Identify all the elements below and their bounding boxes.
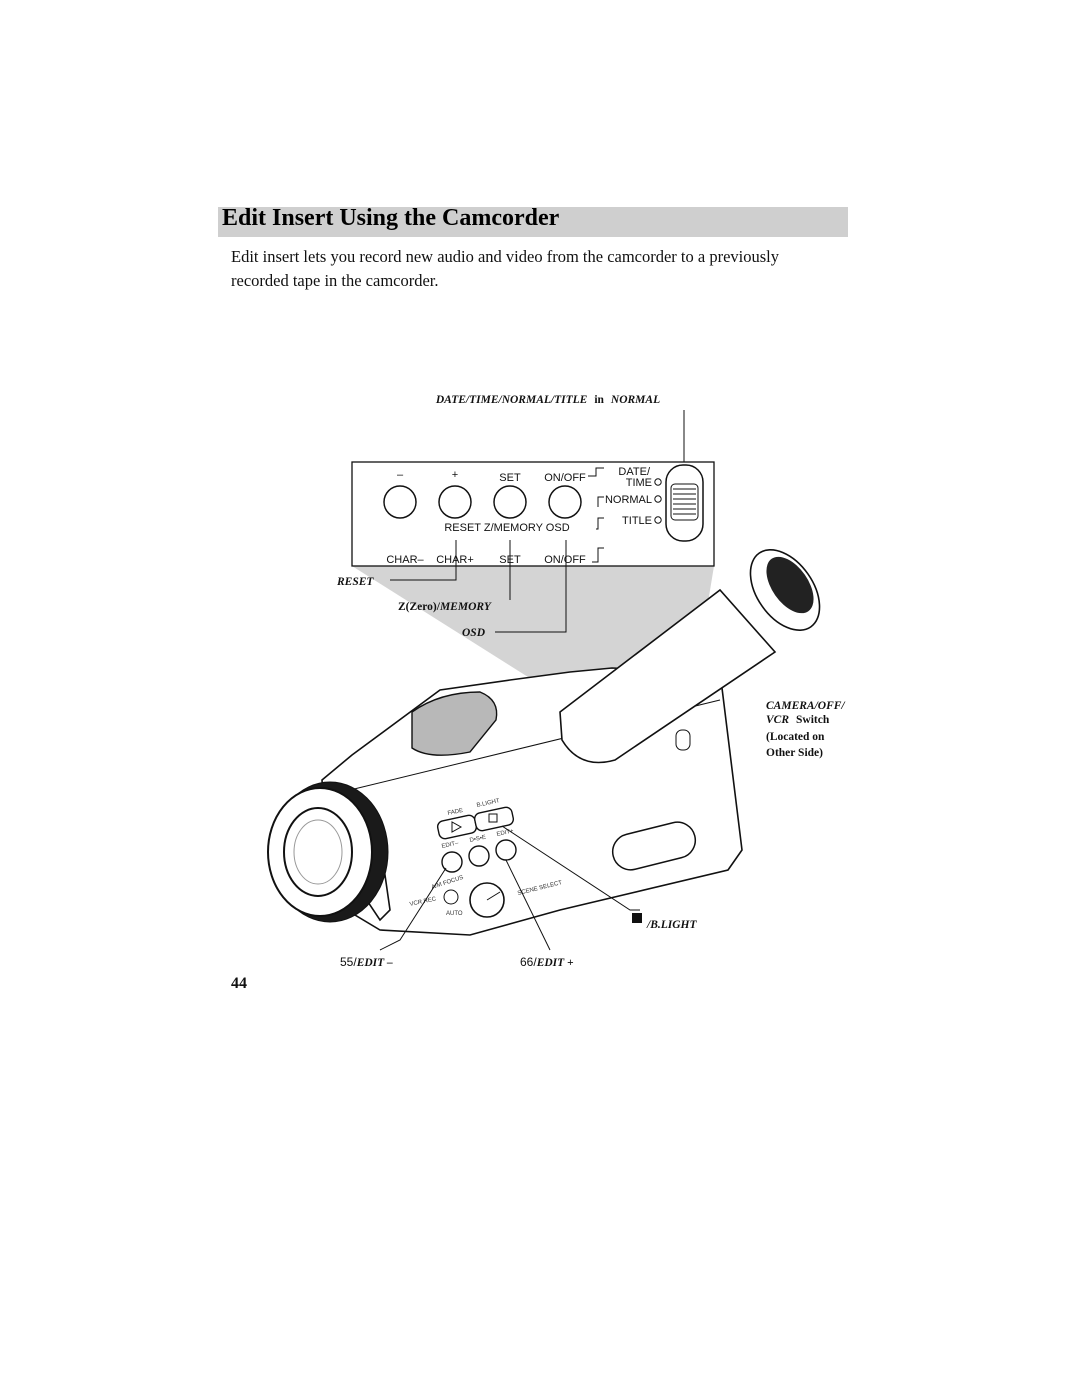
- panel-onoff2-label: ON/OFF: [544, 554, 586, 566]
- panel-onoff-label: ON/OFF: [544, 472, 586, 484]
- top-label: DATE/TIME/NORMAL/TITLE in NORMAL: [435, 390, 660, 407]
- microphone-grille: [411, 691, 498, 756]
- minus-button: [383, 485, 417, 519]
- button-panel: [351, 461, 715, 567]
- camera-switch-callout-3: (Located on: [766, 731, 825, 743]
- page-number: 44: [231, 975, 247, 992]
- blight-body-label: B.LIGHT: [476, 798, 500, 809]
- section-title-bar: [218, 207, 848, 237]
- viewfinder: [559, 548, 821, 764]
- edit-minus-button: [441, 851, 463, 873]
- panel-minus-label: –: [397, 469, 404, 481]
- zmemory-callout: Z(Zero)/MEMORY: [398, 601, 492, 613]
- auto-label: AUTO: [446, 911, 463, 917]
- vcr-rec-button: [443, 889, 459, 905]
- camera-switch-callout-2: VCR Switch: [766, 710, 830, 727]
- panel-time-label: TIME: [626, 477, 652, 489]
- osd-callout: OSD: [462, 627, 486, 639]
- onoff-button: [548, 485, 582, 519]
- set-button: [493, 485, 527, 519]
- dse-label: D•S•E: [469, 835, 486, 844]
- panel-char-minus-label: CHAR–: [386, 554, 424, 566]
- camera-off-vcr-switch: [675, 729, 691, 751]
- camera-switch-callout-4: Other Side): [766, 747, 823, 759]
- grip-slot: [611, 821, 697, 871]
- panel-char-plus-label: CHAR+: [436, 554, 474, 566]
- edit-plus-body-label: EDIT+: [496, 828, 515, 838]
- dse-button: [468, 845, 490, 867]
- edit-plus-callout: 66/EDIT +: [520, 955, 574, 969]
- section-title: Edit Insert Using the Camcorder: [222, 205, 560, 231]
- edit-minus-body-label: EDIT–: [441, 840, 460, 850]
- vcr-rec-label: VCR REC: [409, 896, 437, 908]
- panel-set-label: SET: [499, 472, 521, 484]
- intro-paragraph: Edit insert lets you record new audio an…: [231, 247, 779, 290]
- edit-plus-button: [495, 839, 517, 861]
- panel-plus-label: +: [452, 469, 458, 481]
- reset-callout: RESET: [336, 576, 374, 588]
- panel-title-label: TITLE: [622, 515, 652, 527]
- panel-date-label: DATE/: [618, 466, 651, 478]
- blight-callout: /B.LIGHT: [646, 919, 697, 931]
- panel-normal-label: NORMAL: [605, 494, 652, 506]
- plus-button: [438, 485, 472, 519]
- camera-switch-callout-1: CAMERA/OFF/: [766, 700, 846, 712]
- edit-minus-callout: 55/EDIT –: [340, 955, 393, 969]
- panel-reset-zmemory-osd-label: RESET Z/MEMORY OSD: [444, 522, 569, 534]
- fade-label: FADE: [447, 808, 464, 817]
- stop-square-icon: [632, 913, 642, 923]
